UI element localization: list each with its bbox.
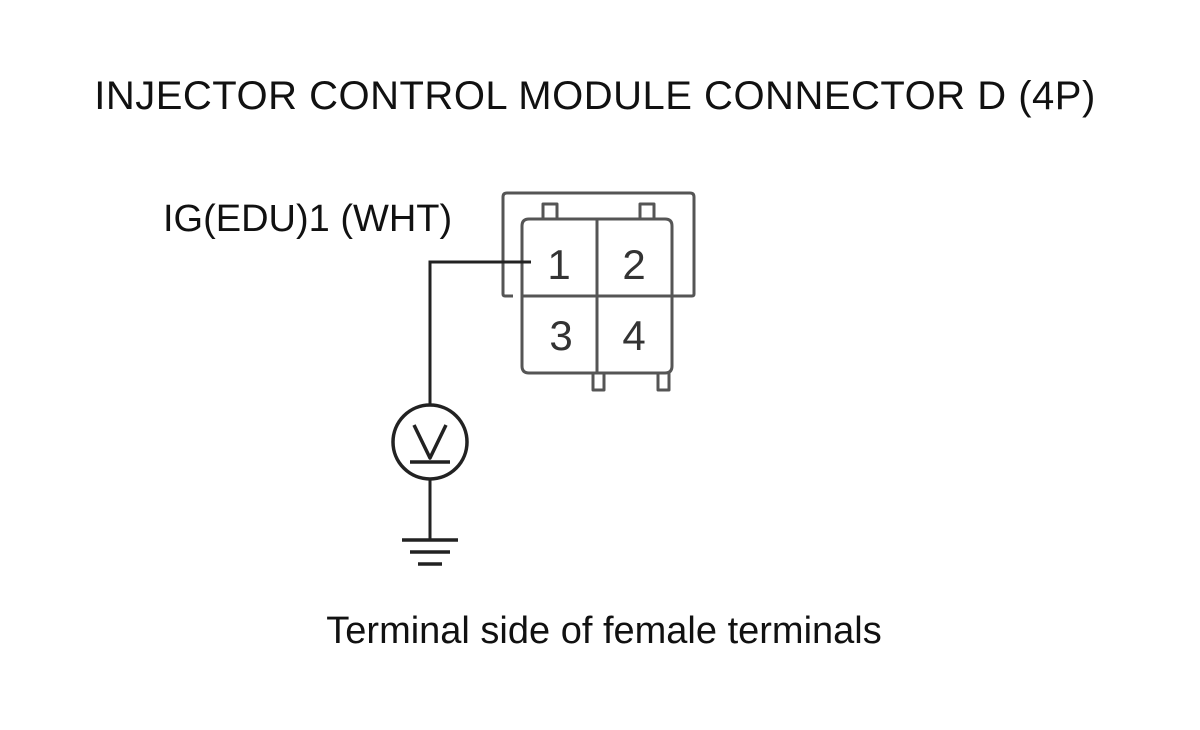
ground-icon [402,538,458,566]
pin-4-label: 4 [622,312,645,359]
connector-housing [501,191,696,392]
probe-wire [428,260,531,406]
pin-1-label: 1 [547,241,570,288]
pin-2-label: 2 [622,241,645,288]
diagram-caption: Terminal side of female terminals [326,610,882,652]
diagram-title: INJECTOR CONTROL MODULE CONNECTOR D (4P) [94,74,1096,118]
wire-label: IG(EDU)1 (WHT) [163,198,453,240]
pin-3-label: 3 [549,312,572,359]
voltmeter-icon [391,403,469,481]
